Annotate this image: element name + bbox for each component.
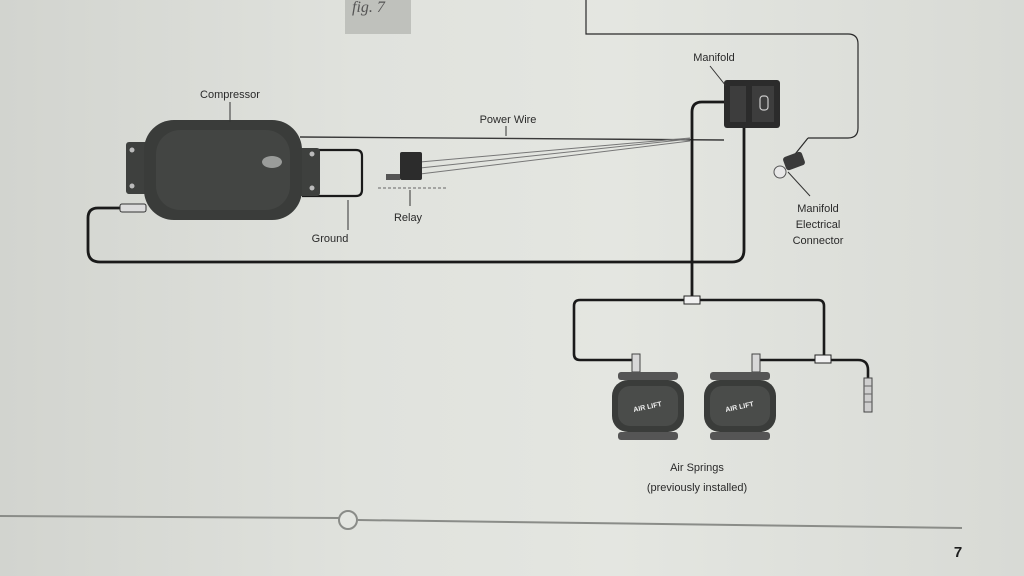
label-compressor: Compressor bbox=[200, 89, 260, 101]
open-line-end bbox=[863, 377, 873, 413]
label-air-springs-line1: Air Springs bbox=[670, 462, 724, 474]
relay bbox=[378, 152, 446, 189]
air-spring-right: AIR LIFT bbox=[704, 353, 776, 440]
tee-fitting-top bbox=[683, 295, 701, 305]
label-manifold-connector-line3: Connector bbox=[793, 235, 844, 247]
figure-tab-text: fig. 7 bbox=[352, 0, 386, 16]
wiring-outline-box bbox=[585, 0, 859, 139]
footer-rule bbox=[0, 510, 963, 530]
label-manifold-connector-line1: Manifold bbox=[797, 203, 839, 215]
manifold-electrical-connector bbox=[773, 137, 809, 179]
leader-lines bbox=[229, 65, 811, 230]
label-relay: Relay bbox=[394, 212, 423, 224]
compressor bbox=[119, 120, 320, 220]
manifold bbox=[724, 80, 780, 128]
page-number: 7 bbox=[954, 544, 962, 561]
figure-tab: fig. 7 bbox=[345, 0, 411, 34]
relay-leads bbox=[419, 137, 691, 175]
label-power-wire: Power Wire bbox=[480, 114, 537, 126]
label-ground: Ground bbox=[312, 233, 349, 245]
compressor-air-line bbox=[86, 118, 746, 264]
manifold-output-line bbox=[690, 100, 726, 300]
label-manifold: Manifold bbox=[693, 52, 735, 64]
right-spring-line bbox=[758, 358, 870, 380]
air-spring-line bbox=[572, 298, 826, 362]
tee-fitting-right bbox=[814, 354, 832, 364]
label-air-springs-line2: (previously installed) bbox=[647, 482, 747, 494]
air-spring-left: AIR LIFT bbox=[612, 353, 684, 440]
ground-wire bbox=[302, 148, 364, 198]
label-manifold-connector-line2: Electrical bbox=[796, 219, 841, 231]
power-wire-line bbox=[299, 136, 725, 141]
